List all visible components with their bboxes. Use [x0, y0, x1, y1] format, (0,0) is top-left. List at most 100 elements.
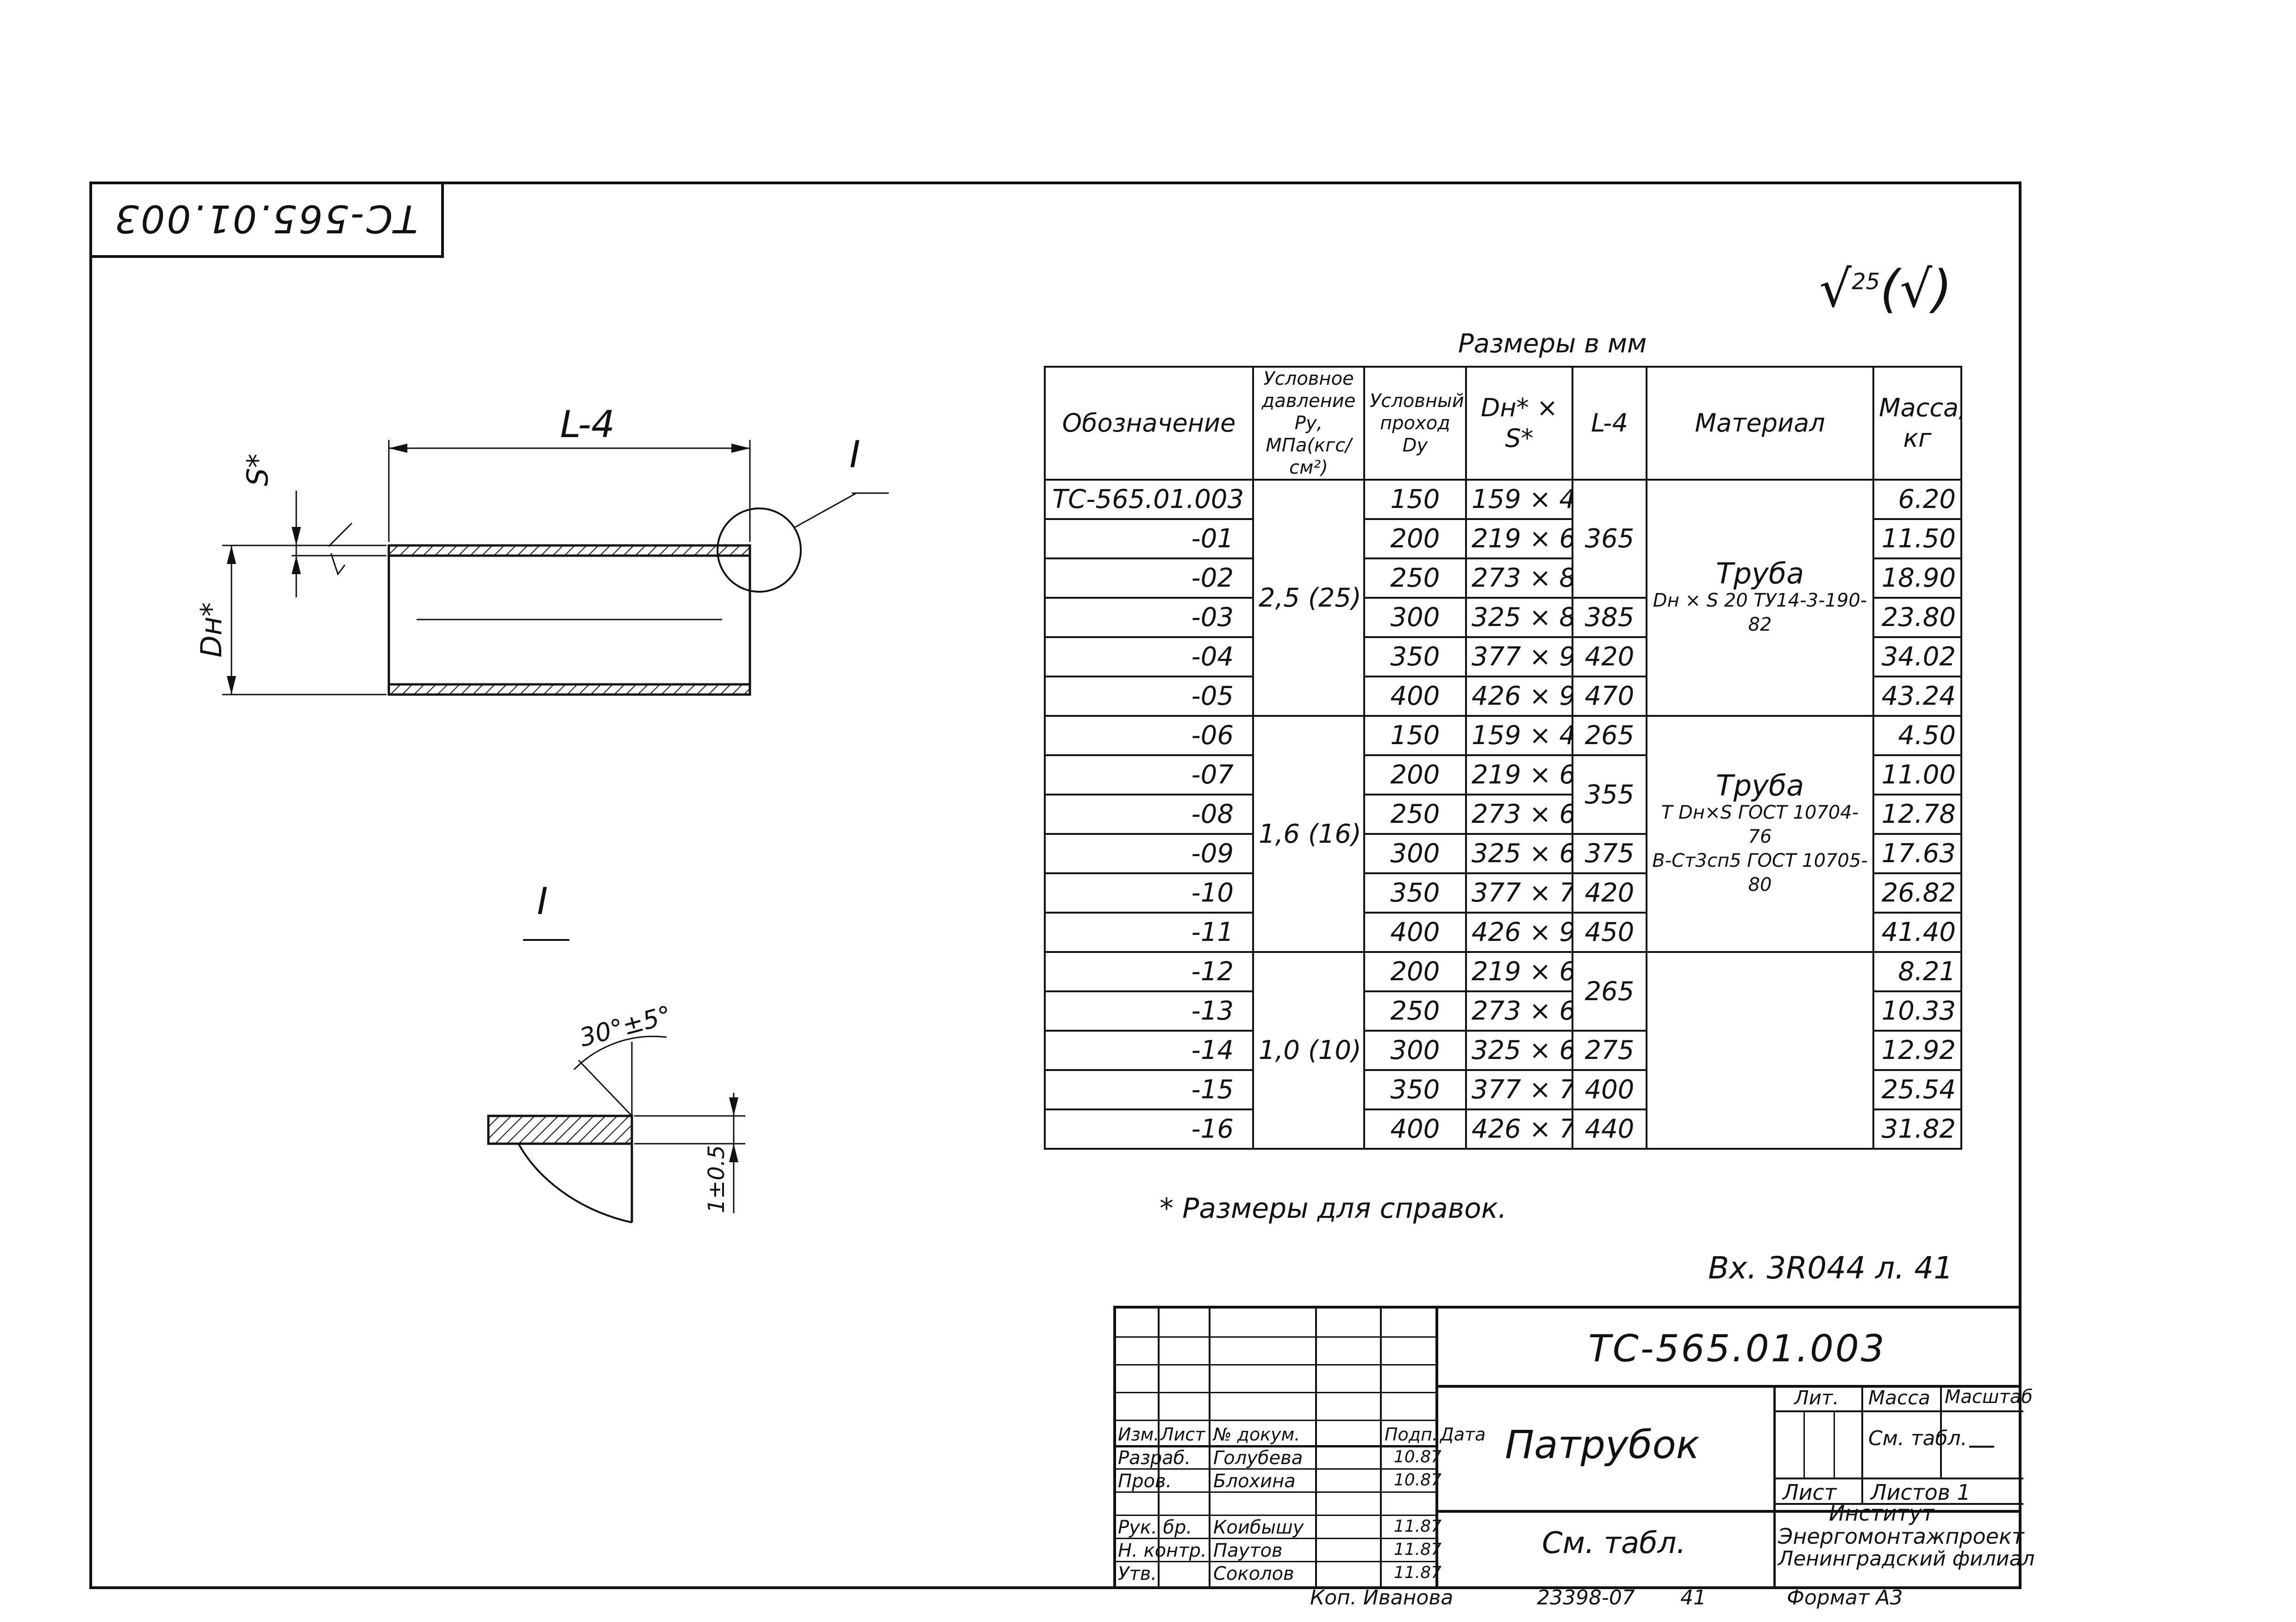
table-row: -03 300 325 × 8 385 23.80	[1044, 597, 1962, 638]
cell-dim: 273 × 8	[1465, 557, 1573, 599]
cell-mass: 31.82	[1872, 1108, 1962, 1150]
cell-length: 470	[1572, 676, 1647, 717]
cell-mass: 12.78	[1872, 794, 1962, 835]
org-line-2: Энергомонтажпроект	[1778, 1524, 2024, 1549]
cell-bore: 150	[1363, 479, 1467, 520]
cell-length: 420	[1572, 636, 1647, 677]
cell-length: 355	[1572, 754, 1647, 835]
cell-dim: 219 × 6	[1465, 518, 1573, 559]
person-3: Паутов	[1213, 1540, 1283, 1561]
roughness-value: 25	[1852, 269, 1880, 295]
table-row: -07 200 219 × 6 355 11.00	[1044, 754, 1962, 835]
cell-dim: 325 × 6	[1465, 1030, 1573, 1071]
table-row: -15 350 377 × 7 400 25.54	[1044, 1069, 1962, 1110]
roughness-symbol: √25(√)	[1819, 259, 1953, 319]
cell-dim: 377 × 9	[1465, 636, 1573, 677]
cell-dim: 325 × 6	[1465, 833, 1573, 874]
length-label: L-4	[560, 403, 615, 446]
table-row: -02 250 273 × 8 18.90	[1044, 557, 1962, 599]
cell-designation: -16	[1044, 1108, 1254, 1150]
material-spec: T Dн×S ГОСТ 10704-76	[1652, 801, 1868, 849]
date-3: 11.87	[1394, 1540, 1442, 1559]
role-4: Утв.	[1118, 1563, 1157, 1584]
scale-label: Масштаб	[1945, 1386, 2033, 1408]
header-pressure: Условное давление Pу, МПа(кгс/см²)	[1252, 366, 1365, 481]
cell-dim: 377 × 7	[1465, 1069, 1573, 1110]
table-row: -09 300 325 × 6 375 17.63	[1044, 833, 1962, 874]
cell-designation: ТС-565.01.003	[1044, 479, 1254, 520]
cell-bore: 150	[1363, 715, 1467, 756]
cell-length: 275	[1572, 1030, 1647, 1071]
cell-bore: 200	[1363, 518, 1467, 559]
table-row: -16 400 426 × 7 440 31.82	[1044, 1108, 1962, 1150]
cell-material-empty	[1646, 951, 1874, 1150]
header-dim: Dн* × S*	[1465, 366, 1573, 481]
cell-bore: 350	[1363, 872, 1467, 914]
role-1: Пров.	[1118, 1471, 1172, 1492]
cell-designation: -10	[1044, 872, 1254, 914]
col-date: Дата	[1440, 1424, 1486, 1445]
role-0: Разраб.	[1118, 1447, 1191, 1469]
cell-dim: 426 × 7	[1465, 1108, 1573, 1150]
cell-length: 420	[1572, 872, 1647, 914]
material-prefix: T	[1661, 802, 1673, 823]
rotated-code-stamp: ТС-565.01.003	[89, 182, 444, 258]
cell-bore: 400	[1363, 912, 1467, 953]
cell-dim: 159 × 4.5	[1465, 479, 1573, 520]
footer-page: 41	[1680, 1586, 1706, 1609]
person-4: Соколов	[1213, 1563, 1294, 1584]
cell-dim: 273 × 6	[1465, 794, 1573, 835]
cell-mass: 11.00	[1872, 754, 1962, 795]
cell-mass: 11.50	[1872, 518, 1962, 559]
mass-value: См. табл.	[1868, 1427, 1967, 1450]
person-2: Коибышу	[1213, 1517, 1304, 1538]
cell-mass: 43.24	[1872, 676, 1962, 717]
material-spec: Dн × S 20 ТУ14-3-190-82	[1653, 590, 1867, 635]
table-row: -11 400 426 × 9 450 41.40	[1044, 912, 1962, 953]
diameter-label: Dн*	[194, 602, 228, 658]
table-row: -12 1,0 (10) 200 219 × 6 265 8.21	[1044, 951, 1962, 1150]
title-name: Патрубок	[1505, 1422, 1700, 1467]
cell-designation: -01	[1044, 518, 1254, 559]
title-material: См. табл.	[1542, 1526, 1686, 1560]
table-row: -08 250 273 × 6 12.78	[1044, 794, 1962, 835]
cell-length: 440	[1572, 1108, 1647, 1150]
cell-bore: 350	[1363, 636, 1467, 677]
table-row: -14 300 325 × 6 275 12.92	[1044, 1030, 1962, 1071]
footer-format: Формат А3	[1787, 1586, 1903, 1609]
cell-bore: 200	[1363, 754, 1467, 795]
pipe-section-view	[387, 544, 751, 696]
org-line-1: Институт	[1829, 1501, 1934, 1526]
reference-note: * Размеры для справок.	[1160, 1192, 1507, 1225]
lit-label: Лит.	[1794, 1386, 1839, 1409]
cell-designation: -07	[1044, 754, 1254, 795]
cell-dim: 377 × 7	[1465, 872, 1573, 914]
cell-dim: 159 × 4.5	[1465, 715, 1573, 756]
cell-pressure-group: 1,0 (10)	[1252, 951, 1365, 1150]
cell-mass: 8.21	[1872, 951, 1962, 992]
cell-designation: -06	[1044, 715, 1254, 756]
cell-dim: 426 × 9	[1465, 676, 1573, 717]
table-row: -05 400 426 × 9 470 43.24	[1044, 676, 1962, 717]
cell-designation: -15	[1044, 1069, 1254, 1110]
person-1: Блохина	[1213, 1471, 1296, 1492]
date-1: 10.87	[1394, 1471, 1442, 1490]
cell-dim: 219 × 6	[1465, 754, 1573, 795]
material-spec-2: В-Ст3сп5 ГОСТ 10705-80	[1652, 850, 1868, 896]
material-spec-text: Dн×S ГОСТ 10704-76	[1678, 802, 1859, 847]
cell-designation: -03	[1044, 597, 1254, 638]
cell-mass: 10.33	[1872, 990, 1962, 1032]
roughness-paren: (√)	[1880, 259, 1953, 319]
cell-bore: 300	[1363, 597, 1467, 638]
cell-length: 265	[1572, 715, 1647, 756]
table-row: -06 1,6 (16) 150 159 × 4.5 265 Труба T D…	[1044, 715, 1962, 953]
cell-mass: 12.92	[1872, 1030, 1962, 1071]
table-row: -04 350 377 × 9 420 34.02	[1044, 636, 1962, 677]
cell-pressure-group: 1,6 (16)	[1252, 715, 1365, 953]
cell-bore: 350	[1363, 1069, 1467, 1110]
header-material: Материал	[1646, 366, 1874, 481]
archive-reference: Вх. 3R044 л. 41	[1708, 1250, 1953, 1286]
col-izm: Изм.	[1118, 1424, 1160, 1445]
mass-label: Масса	[1868, 1386, 1930, 1409]
